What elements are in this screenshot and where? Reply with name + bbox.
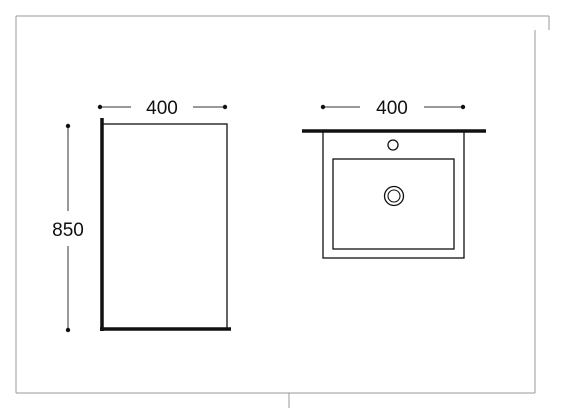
dimension-dot [65,123,71,129]
drain-outer-icon [383,185,405,207]
top-width-dimension: 400 [320,98,466,119]
drain-inner-icon [387,189,401,203]
basin-inner [332,158,455,250]
top-view [302,129,486,259]
dimension-dot [97,104,103,110]
basin-outer [322,130,465,259]
side-view [100,118,231,331]
side-width-dimension: 400 [97,98,228,119]
sheet-frame [15,15,550,408]
dimension-dot [222,104,228,110]
dimension-dot [320,104,326,110]
side-height-label: 850 [52,220,84,241]
side-height-dimension: 850 [52,123,84,333]
dimension-dot [65,327,71,333]
side-view-body [101,123,228,330]
tap-hole-icon [387,139,399,151]
side-width-label: 400 [146,98,178,119]
top-width-label: 400 [376,98,408,119]
dimension-dot [460,104,466,110]
